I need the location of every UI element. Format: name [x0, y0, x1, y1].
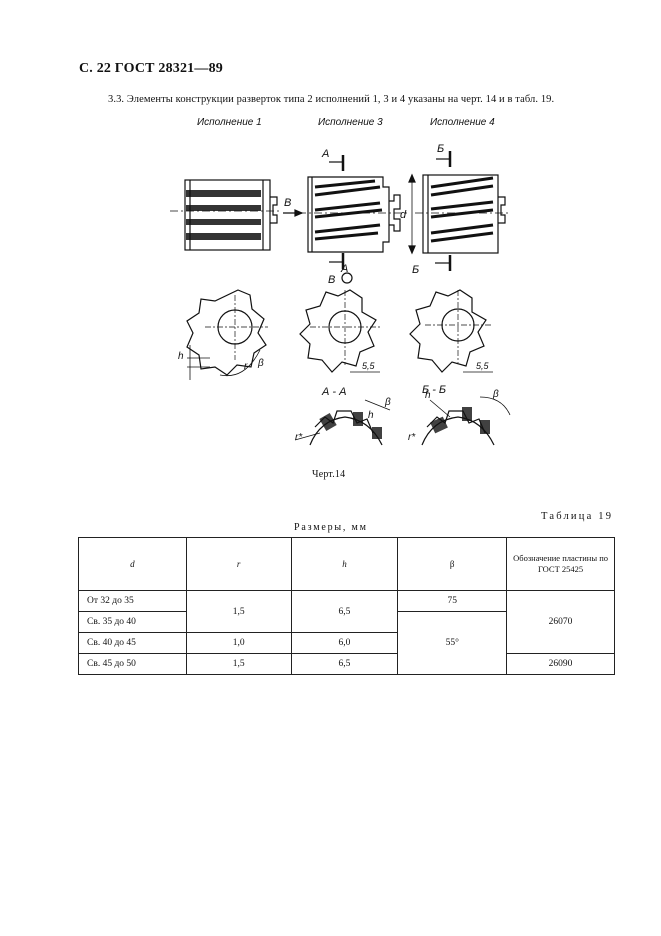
header-designation: Обозначение пластины по ГОСТ 25425: [506, 537, 615, 591]
dim-5-5-label-b: 5,5: [476, 361, 490, 371]
dim-r-label: r: [244, 361, 248, 372]
cell-designation: 26070: [506, 590, 615, 654]
section-b-top-label: Б: [437, 143, 444, 155]
cell-h: 6,5: [290, 653, 399, 675]
cell-d: Св. 45 до 50: [78, 653, 187, 675]
variant-4-label: Исполнение 4: [430, 117, 495, 128]
variant-1-label: Исполнение 1: [197, 117, 262, 128]
section-bb-label: Б - Б: [422, 384, 446, 396]
variant-3-end-view: [299, 289, 380, 373]
header-beta: β: [397, 537, 508, 591]
page-header: С. 22 ГОСТ 28321—89: [79, 61, 223, 76]
table-row: От 32 до 35 1,5 6,5 75 26070: [78, 590, 615, 654]
variant-4-end-view: [409, 289, 493, 373]
dim-beta-label: β: [257, 358, 264, 369]
table-row: Св. 35 до 40 55°: [78, 611, 615, 675]
cell-r: 1,0: [185, 632, 292, 654]
table-row: Св. 45 до 50 1,5 6,5 26090: [78, 653, 615, 675]
cell-d: От 32 до 35: [78, 590, 187, 612]
section-b-bottom-label: Б: [412, 264, 419, 276]
cell-d: Св. 35 до 40: [78, 611, 187, 633]
table-number: Таблица 19: [541, 511, 614, 522]
cell-designation: 26090: [506, 653, 615, 675]
dim-d-label: d: [400, 209, 407, 221]
section-bb-view: [421, 396, 511, 446]
section-aa-beta-label: β: [384, 397, 391, 408]
cell-beta: 75: [397, 590, 508, 612]
header-r: r: [185, 537, 292, 591]
section-bb-h-label: h: [425, 390, 431, 401]
cell-r: 1,5: [185, 590, 292, 633]
dim-5-5-label-a: 5,5: [362, 361, 376, 371]
cell-beta: 55°: [397, 611, 508, 675]
cell-r: 1,5: [185, 653, 292, 675]
header-d: d: [78, 537, 187, 591]
view-v-arrow-label: В: [284, 197, 291, 209]
header-h: h: [290, 537, 399, 591]
section-aa-r-label: r*: [295, 432, 303, 443]
variant-3-label: Исполнение 3: [318, 117, 383, 128]
drawing-14: В А А d Б Б В: [170, 143, 511, 446]
section-aa-label: А - А: [321, 386, 346, 398]
table-row: Св. 40 до 45 1,0 6,0: [78, 632, 615, 654]
variant-3-side-view: [298, 155, 408, 269]
cell-h: 6,5: [290, 590, 399, 633]
section-a-top-label: А: [321, 148, 329, 160]
variant-4-side-view: [415, 151, 510, 271]
section-bb-r-label: r*: [408, 432, 416, 443]
dimensions-table: d r h β Обозначение пластины по ГОСТ 254…: [78, 537, 615, 675]
section-bb-beta-label: β: [492, 389, 499, 400]
cell-h: 6,0: [290, 632, 399, 654]
variant-1-end-view: [186, 289, 268, 380]
variant-1-side-view: [170, 179, 280, 251]
cell-d: Св. 40 до 45: [78, 632, 187, 654]
section-aa-h-label: h: [368, 410, 374, 421]
dim-h-label: h: [178, 351, 184, 362]
figure-caption: Черт.14: [312, 469, 346, 480]
section-aa-view: [294, 399, 391, 446]
intro-paragraph: 3.3. Элементы конструкции разверток типа…: [108, 94, 555, 105]
section-a-bottom-label: А: [340, 263, 348, 275]
view-v-label: В: [328, 274, 335, 286]
table-title: Размеры, мм: [294, 522, 368, 533]
